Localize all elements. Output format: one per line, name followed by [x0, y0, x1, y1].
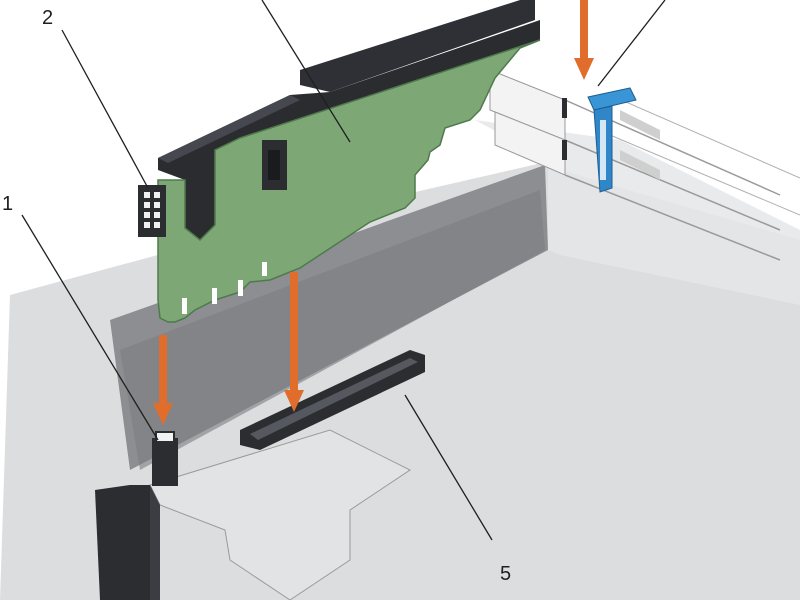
expansion-slot-brackets: [489, 69, 800, 261]
edge-connector-notches: [182, 262, 267, 314]
leader-line-3: [261, 0, 351, 143]
blue-release-latch: [587, 87, 637, 193]
leader-line-5: [404, 394, 493, 541]
power-connector: [138, 185, 166, 237]
leader-line-1: [21, 214, 159, 441]
callout-2: 2: [42, 7, 53, 29]
riser-circuit-board: [157, 39, 541, 323]
riser-guide-post: [152, 431, 178, 486]
callout-5: 5: [500, 563, 511, 585]
arrow-center-down: [284, 272, 304, 412]
leader-line-2: [61, 29, 149, 189]
riser-top-rail: [300, 0, 535, 92]
riser-card: [138, 0, 541, 323]
chassis-side-wall: [548, 165, 800, 305]
arrow-left-down: [153, 335, 173, 425]
installation-arrows: [153, 0, 594, 425]
riser-slot-connector: [240, 350, 425, 450]
front-tray-panel: [95, 429, 411, 600]
callout-leader-lines: [21, 0, 666, 541]
callout-1: 1: [2, 193, 13, 215]
chassis-wall-shadow: [120, 190, 545, 470]
leader-line-4: [597, 0, 666, 87]
arrow-right-down: [574, 0, 594, 80]
